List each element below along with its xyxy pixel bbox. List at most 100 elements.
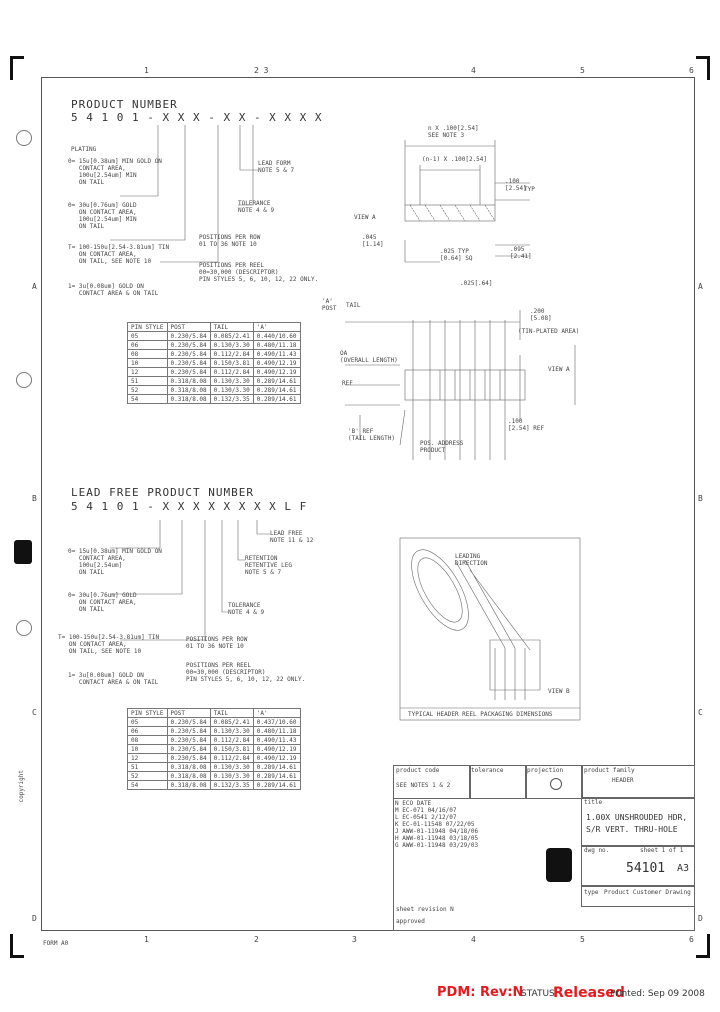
dim-100-top: .100 [2.54] — [505, 178, 527, 192]
table-header-cell: POST — [166, 322, 211, 332]
lf-tolerance-note: TOLERANCE NOTE 4 & 9 — [228, 602, 265, 616]
table-cell: 0.112/2.84 — [209, 735, 254, 745]
table-header-cell: 'A' — [252, 708, 301, 718]
revision-row: M EC-071 04/16/07 — [395, 807, 457, 814]
punch-hole-3 — [16, 620, 32, 636]
lf-positions-per-reel: POSITIONS PER REEL 00=30,000 (DESCRIPTOR… — [186, 662, 306, 683]
table-cell: 51 — [127, 376, 168, 386]
lead-free-code: 5 4 1 0 1 - X X X X X X X X L F — [71, 500, 308, 513]
table-cell: 10 — [127, 358, 168, 368]
table-cell: 0.112/2.84 — [209, 349, 254, 359]
tb-product-code-cell — [393, 765, 471, 799]
table-cell: 0.230/5.84 — [166, 340, 211, 350]
drawing-frame — [41, 77, 695, 931]
table-cell: 0.289/14.61 — [252, 394, 301, 404]
table-cell: 0.130/3.30 — [209, 726, 254, 736]
table-cell: 0.230/5.84 — [166, 753, 211, 763]
fci-side-logo-icon — [14, 540, 32, 564]
corner-mark-bl — [10, 955, 24, 958]
lead-free-note: LEAD FREE NOTE 11 & 12 — [270, 530, 314, 544]
table-cell: 12 — [127, 367, 168, 377]
view-a-side: VIEW A — [548, 366, 570, 373]
table-cell: 0.490/12.19 — [252, 753, 301, 763]
dim-200: .200 [5.08] — [530, 308, 552, 322]
ruler-right-a: A — [698, 282, 703, 291]
oa-label: OA (OVERALL LENGTH) — [340, 350, 398, 364]
table-cell: 0.130/3.30 — [209, 376, 254, 386]
tb-tolerance-label: tolerance — [471, 767, 504, 774]
table-cell: 05 — [127, 331, 168, 341]
table-cell: 0.480/11.18 — [252, 340, 301, 350]
table-header-cell: TAIL — [209, 322, 254, 332]
table-cell: 12 — [127, 753, 168, 763]
tb-family-value: HEADER — [612, 777, 634, 784]
table-cell: 0.230/5.84 — [166, 726, 211, 736]
dim-sq-note: .025[.64] — [460, 280, 493, 287]
tb-type-cell — [581, 885, 695, 907]
ruler-bottom-6: 6 — [689, 935, 694, 944]
ruler-left-b: B — [32, 494, 37, 503]
revision-row: L EC-0541 2/12/07 — [395, 814, 457, 821]
table-cell: 0.085/2.41 — [209, 717, 254, 727]
post-label: 'A' POST — [322, 298, 337, 312]
table-cell: 0.085/2.41 — [209, 331, 254, 341]
revision-row: N ECO DATE — [395, 800, 432, 807]
plating-option-2: 0= 30u[0.76um] GOLD ON CONTACT AREA, 100… — [68, 202, 137, 230]
table-cell: 54 — [127, 780, 168, 790]
table-header-cell: PIN STYLE — [127, 708, 168, 718]
table-cell: 0.230/5.84 — [166, 331, 211, 341]
lf-plating-option-2: 0= 30u[0.76um] GOLD ON CONTACT AREA, ON … — [68, 592, 137, 613]
table-header-row: PIN STYLE POST TAIL 'A' — [127, 322, 301, 332]
tb-tolerance-cell — [469, 765, 527, 799]
table-cell: 0.318/8.08 — [166, 394, 211, 404]
dim-045: .045 [1.14] — [362, 234, 384, 248]
ref-label: REF — [342, 380, 353, 387]
ruler-top-23: 2 3 — [254, 66, 269, 75]
dim-100-bottom: .100 [2.54] REF — [508, 418, 545, 432]
tb-title-cell — [581, 797, 695, 847]
table-cell: 0.112/2.84 — [209, 367, 254, 377]
table-cell: 06 — [127, 340, 168, 350]
table-cell: 0.112/2.84 — [209, 753, 254, 763]
revision-row: H AWW-01-11948 03/18/05 — [395, 835, 479, 842]
punch-hole-2 — [16, 372, 32, 388]
table-cell: 0.150/3.81 — [209, 358, 254, 368]
positions-per-reel: POSITIONS PER REEL 00=30,000 (DESCRIPTOR… — [199, 262, 319, 283]
corner-mark-br-v — [707, 934, 710, 958]
ruler-left-a: A — [32, 282, 37, 291]
product-number-title: PRODUCT NUMBER — [71, 98, 178, 111]
punch-hole-1 — [16, 130, 32, 146]
table-cell: 0.289/14.61 — [252, 771, 301, 781]
retention-note: RETENTION RETENTIVE LEG NOTE 5 & 7 — [245, 555, 292, 576]
table-cell: 0.318/8.08 — [166, 762, 211, 772]
tb-title-value: 1.00X UNSHROUDED HDR, S/R VERT. THRU-HOL… — [586, 813, 688, 834]
table-cell: 08 — [127, 735, 168, 745]
tb-sheet: sheet 1 of 1 — [640, 847, 684, 854]
table-cell: 54 — [127, 394, 168, 404]
revision-row: G AWW-01-11948 03/29/03 — [395, 842, 479, 849]
pdm-rev-label: PDM: Rev:N — [437, 985, 524, 1000]
ruler-right-d: D — [698, 914, 703, 923]
dim-025: .025 TYP [0.64] SQ — [440, 248, 473, 262]
tb-dwgno-cell — [581, 845, 695, 887]
table-cell: 0.130/3.30 — [209, 340, 254, 350]
tb-approved: approved — [396, 918, 425, 925]
table-cell: 0.230/5.84 — [166, 367, 211, 377]
table-cell: 10 — [127, 744, 168, 754]
table-cell: 0.150/3.81 — [209, 744, 254, 754]
table-cell: 0.318/8.08 — [166, 771, 211, 781]
tb-size-a3: A3 — [677, 863, 690, 874]
ruler-left-c: C — [32, 708, 37, 717]
table-cell: 0.230/5.84 — [166, 717, 211, 727]
